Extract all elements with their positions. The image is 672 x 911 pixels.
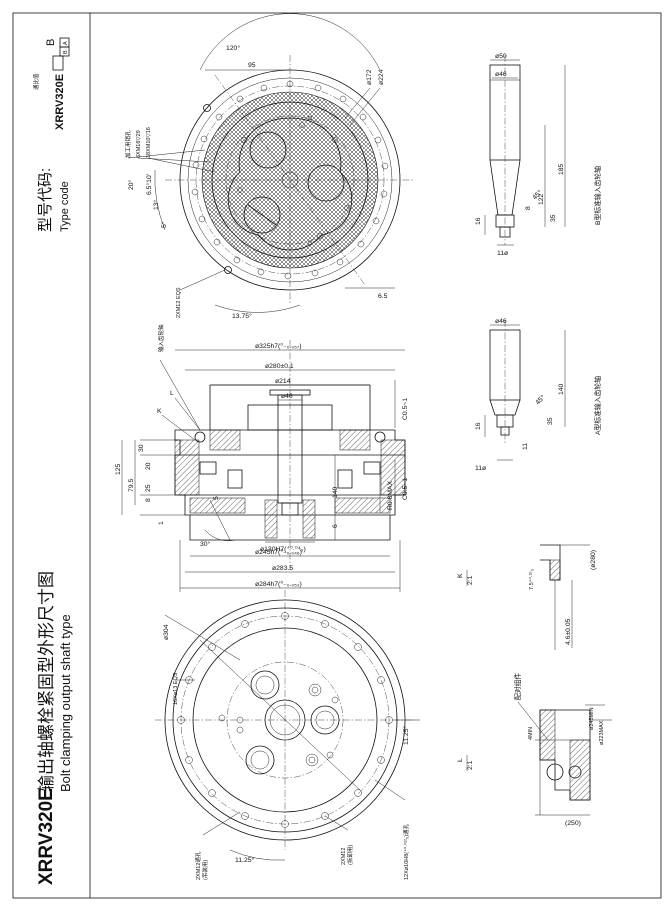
- shaft-a: ø46 140 45° 35 11 16 11ø A型标准输入齿轮轴: [475, 318, 602, 472]
- sec-d6: 6: [332, 524, 339, 528]
- sec-input-gear: 输入齿轮轴: [157, 324, 165, 352]
- detaill-phi223: ø223MAX: [599, 720, 605, 745]
- top-ang20: 20°: [127, 179, 135, 190]
- shafta-d11: 11: [522, 443, 529, 450]
- sec-r08: R0.8MAX: [387, 480, 394, 510]
- top-angle-120: 120°: [226, 44, 240, 52]
- top-ang13: 13°: [152, 199, 160, 210]
- top-phi172: ø172: [366, 69, 373, 85]
- top-pin-hole: 加工用销孔: [124, 130, 132, 158]
- shaftb-label: B型标准输入齿轮轴: [593, 166, 602, 225]
- shaftb-phi46: ø46: [495, 71, 507, 78]
- top-d95: 95: [248, 62, 256, 69]
- sec-phi46: ø46: [281, 393, 293, 400]
- shaftb-phi50: ø50: [495, 53, 507, 60]
- type-code-value: XRRV320E: [54, 74, 66, 130]
- sec-phi214: ø214: [275, 378, 291, 385]
- title-model: XRRV320E: [36, 788, 57, 885]
- top-ang6510: 6.5°10': [145, 174, 153, 195]
- shaftb-d8: 8: [525, 206, 532, 210]
- detailk-d46: 4.6±0.05: [565, 618, 572, 645]
- bottom-view: ø304 16Xø13 EQS 11.25° 11.25° 2XM12通孔 (吊…: [155, 590, 420, 880]
- bot-m12a: 2XM12通孔: [194, 851, 202, 880]
- top-eqs: 2XM12 EQS: [176, 287, 182, 318]
- bot-d1125a: 11.25°: [402, 725, 410, 745]
- sec-d5: 5: [213, 496, 220, 500]
- detaill-name: L: [457, 758, 464, 762]
- sec-phi2835: ø283.5: [272, 565, 293, 572]
- bot-phi304: ø304: [163, 624, 170, 640]
- bot-d1125b: 11.25°: [235, 856, 255, 864]
- top-view: 120° 95 ø172 ø224 加工用销孔 6XM16▽29 18XM10▽…: [124, 13, 415, 320]
- top-d65: 6.5: [378, 293, 388, 300]
- bot-m12b-sub: (拆卸用): [346, 845, 354, 865]
- bot-m12a-sub: (吊装用): [201, 860, 209, 880]
- detailk-name: K: [457, 573, 464, 578]
- top-ang5: 5°: [160, 221, 168, 228]
- sec-d20: 20: [145, 462, 152, 470]
- sec-d795: 79.5: [128, 479, 135, 492]
- top-holes-a: 6XM16▽29: [136, 130, 142, 158]
- shafta-d35: 35: [547, 417, 554, 425]
- top-ang1375: 13.75°: [232, 312, 252, 320]
- type-code-box: [52, 55, 64, 71]
- detailk-phi280: (ø280): [590, 550, 597, 570]
- sec-phi130: ø130H7(⁺⁰·⁰⁴₀): [260, 546, 306, 553]
- top-phi224: ø224: [378, 69, 385, 85]
- shafta-d140: 140: [558, 383, 565, 395]
- type-code-en: Type code: [59, 181, 71, 232]
- title-zh: 输出轴螺栓紧固型外形尺寸图: [37, 571, 56, 792]
- shafta-phi46: ø46: [495, 318, 507, 325]
- shaftb-d122: 122: [538, 193, 545, 205]
- shafta-ang45: 45°: [534, 393, 547, 406]
- detaill-kit: 配对组件: [513, 673, 522, 700]
- detaill-scale: 2:1: [467, 760, 474, 770]
- top-holes-b: 18XM10▽16: [146, 127, 152, 158]
- shaftb-d35: 35: [550, 214, 557, 222]
- shafta-d11b: 11ø: [475, 465, 486, 472]
- sec-d30: 30: [138, 444, 145, 452]
- shaftb-d11: 11ø: [497, 250, 508, 257]
- title-en: Bolt clamping output shaft type: [58, 614, 73, 792]
- sheet-b: B: [63, 50, 69, 54]
- bot-m12b: 2XM12: [341, 848, 347, 865]
- sec-l: L: [170, 390, 174, 397]
- shaftb-d16: 16: [475, 217, 482, 225]
- section-view: ø325h7(⁰₋₀.₀₅₇) ø280±0.1 ø214 ø46 输入齿轮轴 …: [115, 324, 409, 592]
- sheet-big: B: [45, 39, 57, 46]
- shaftb-d185: 185: [558, 163, 565, 175]
- sheet-a: A: [63, 41, 69, 45]
- detaill-min4: 4MIN: [528, 727, 534, 740]
- shaft-b: ø50 ø46 185 122 45° 8 35 16 11ø B型标准输入齿轮…: [475, 53, 602, 257]
- type-code-zh: 型号代码:: [37, 168, 54, 232]
- bot-pin: 12Xø10H8(⁺⁰·⁰²²₀)通孔: [402, 823, 410, 880]
- detail-k: K 2:1 (ø280) 7.5⁺⁰·²⁵₀ 4.6±0.05: [457, 544, 597, 650]
- bot-bolts: 16Xø13 EQS: [173, 672, 179, 705]
- sec-phi325: ø325h7(⁰₋₀.₀₅₇): [255, 343, 302, 350]
- sec-d140: 140: [332, 486, 339, 498]
- detail-l: L 2:1 配对组件 ø245MIN ø223MAX 4MIN (250): [457, 673, 612, 827]
- sec-d8: 8: [145, 498, 152, 502]
- detailk-d75: 7.5⁺⁰·²⁵₀: [528, 569, 535, 590]
- sec-phi280: ø280±0.1: [265, 363, 294, 370]
- sec-c05a: C0.5~1: [402, 398, 409, 420]
- sec-ang30: 30°: [200, 540, 211, 548]
- sec-phi245: ø245h7(⁰₋₀.₀₄₆): [255, 549, 302, 556]
- detailk-scale: 2:1: [467, 575, 474, 585]
- detaill-d250: (250): [565, 820, 581, 827]
- stamp-label: 通比值: [32, 73, 40, 90]
- sec-c05b: C0.5~1: [402, 478, 409, 500]
- shafta-label: A型标准输入齿轮轴: [593, 376, 602, 435]
- sec-d1: 1: [158, 521, 165, 525]
- sheet-b-box: [59, 46, 70, 57]
- sec-phi284: ø284h7(⁰₋₀.₀₅₂): [255, 581, 302, 588]
- sec-d25: 25: [145, 484, 152, 492]
- shafta-d16: 16: [475, 422, 482, 430]
- sheet-frame: [12, 12, 662, 899]
- sec-d125: 125: [115, 463, 122, 475]
- title-block: 型号代码: Type code XRRV320E 通比值 A B B XRRV3…: [32, 37, 73, 885]
- sec-k: K: [157, 408, 162, 415]
- detaill-phi245: ø245MIN: [589, 707, 595, 730]
